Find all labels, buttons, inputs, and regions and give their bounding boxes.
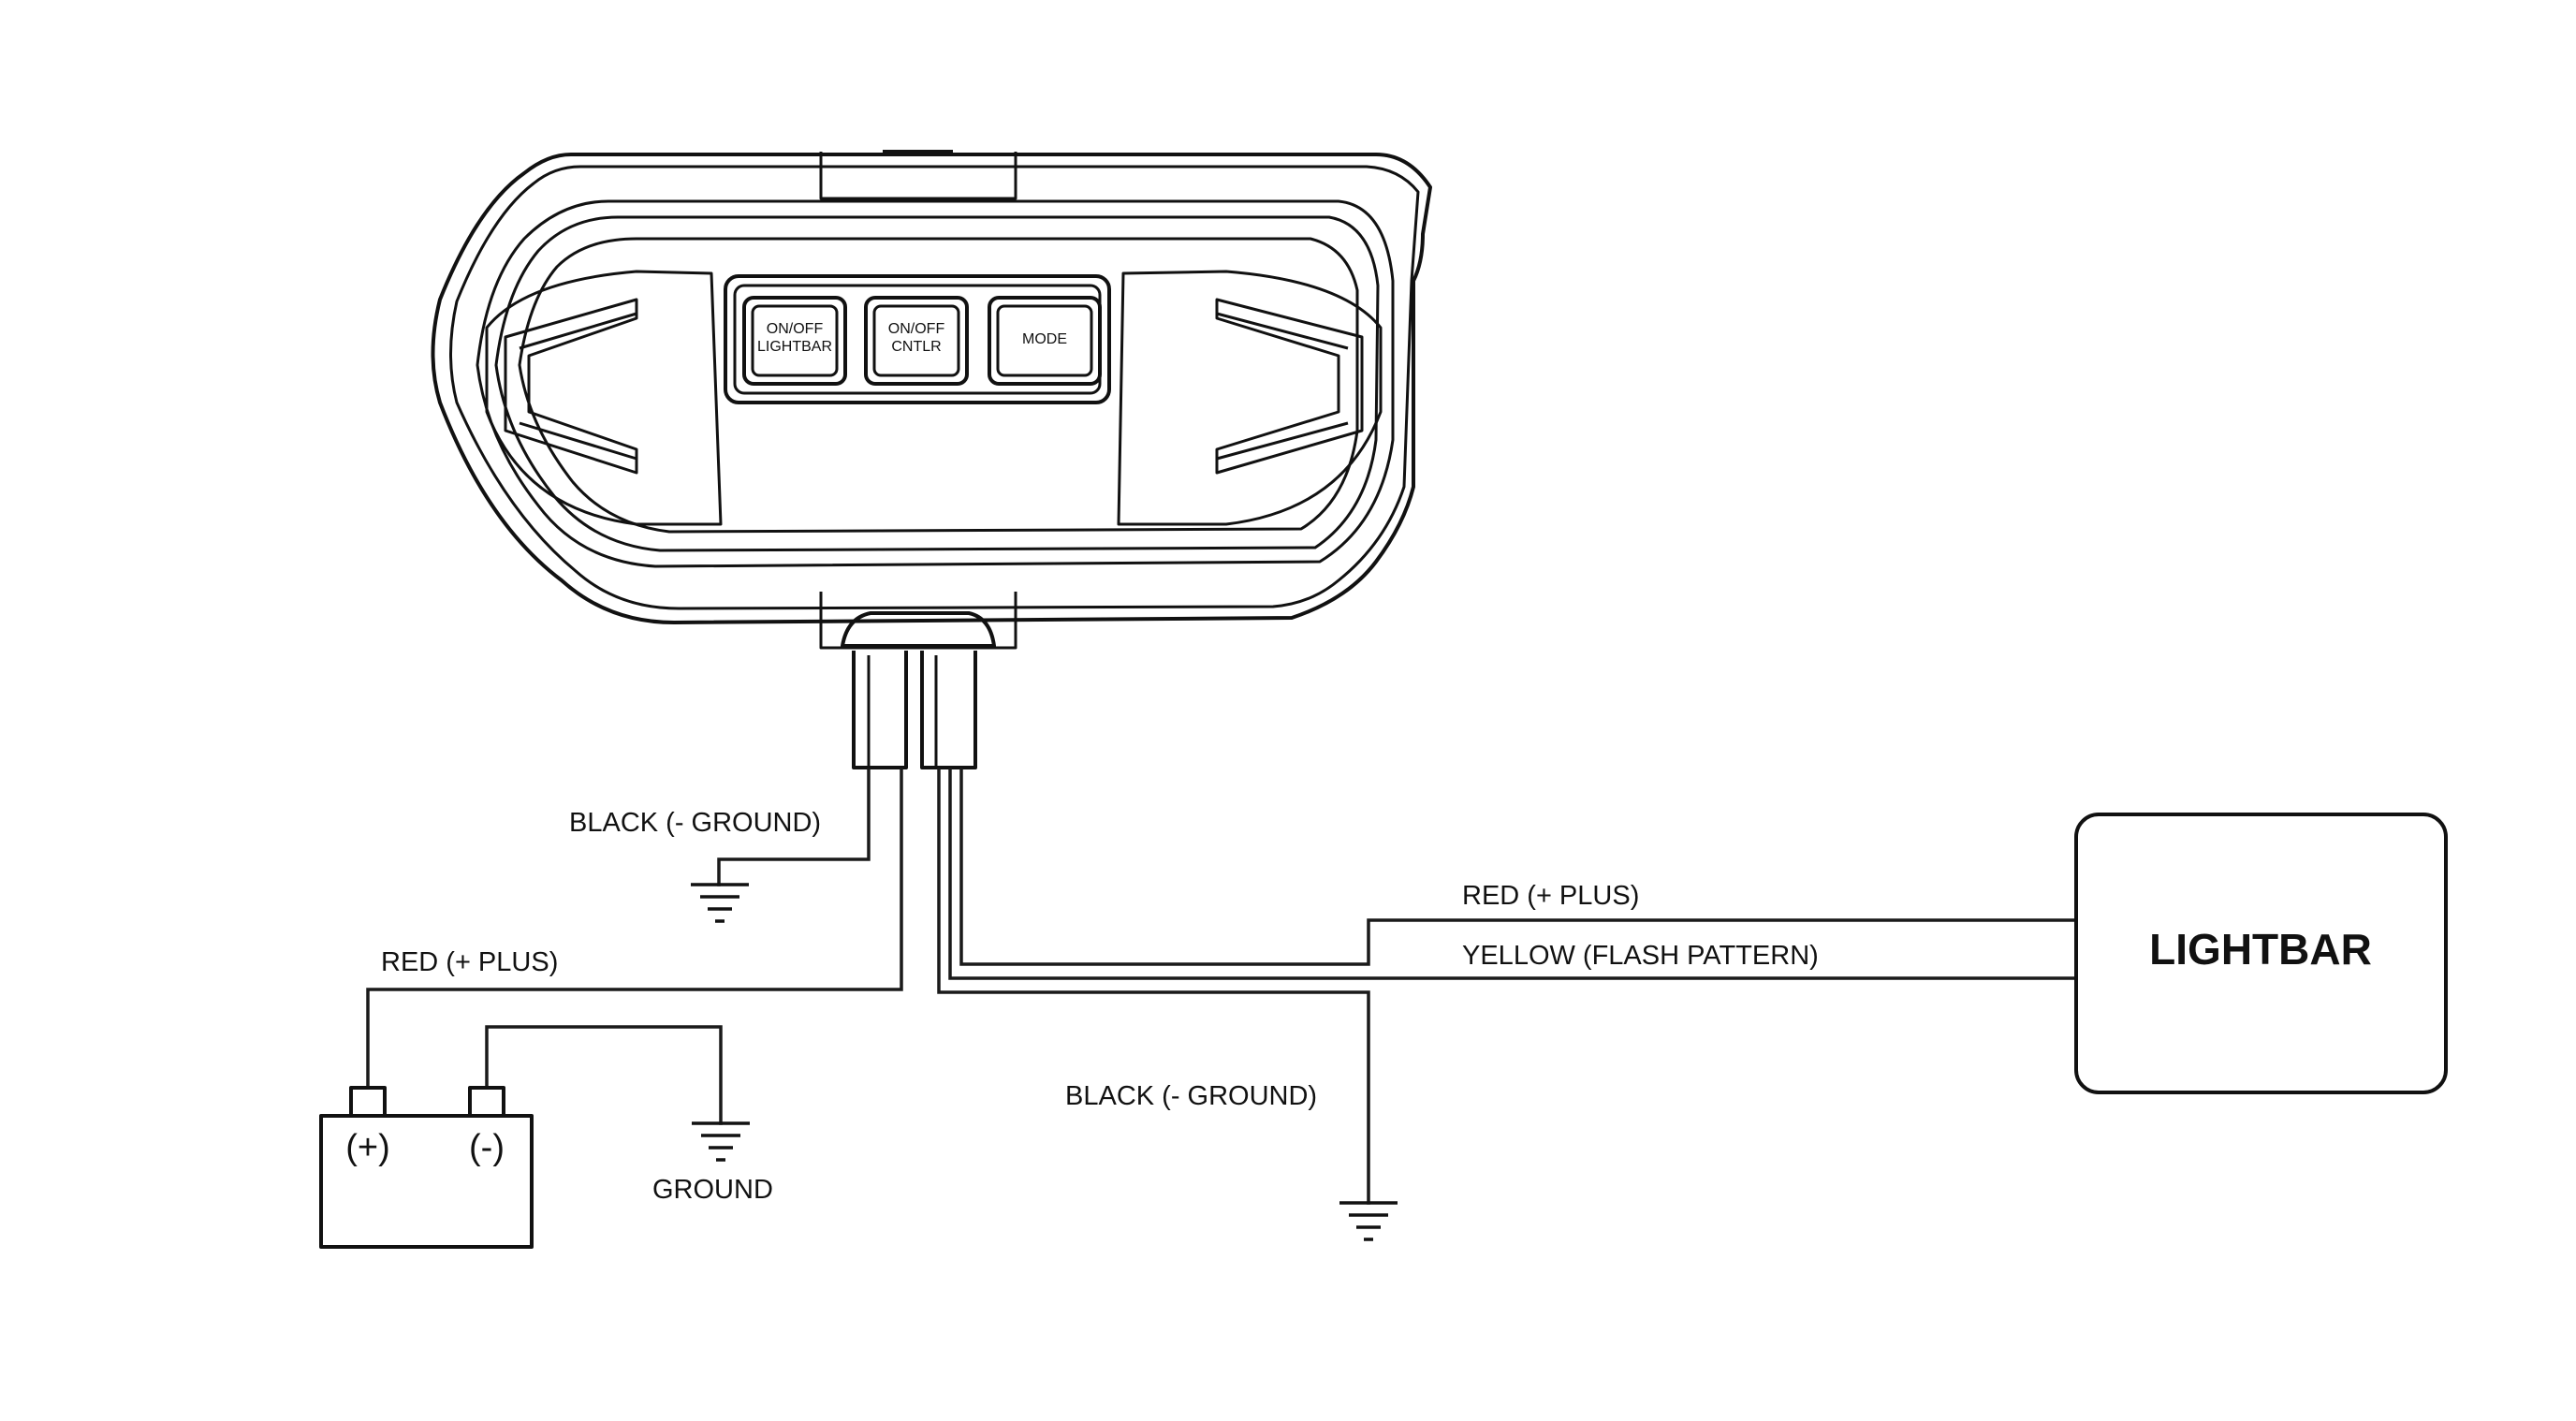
onoff-lightbar-label-2: LIGHTBAR <box>757 339 832 355</box>
mode-label: MODE <box>1022 331 1067 347</box>
lightbar-box: LIGHTBAR <box>2074 813 2448 1094</box>
onoff-cntlr-label-1: ON/OFF <box>888 321 945 337</box>
battery-negative-label: (-) <box>469 1128 505 1167</box>
label-black-ground-top: BLACK (- GROUND) <box>569 808 821 838</box>
battery-negative-terminal <box>468 1086 505 1118</box>
onoff-cntlr-button[interactable]: ON/OFF CNTLR <box>864 296 969 386</box>
ground-symbol-battery <box>692 1121 750 1162</box>
wire-yellow-to-lightbar <box>948 768 2078 980</box>
controller-housing <box>431 150 1432 650</box>
label-yellow-flash: YELLOW (FLASH PATTERN) <box>1462 941 1819 971</box>
ground-symbol-top <box>691 883 749 923</box>
wire-red-to-lightbar <box>959 768 2078 966</box>
wire-red-to-battery <box>366 768 903 1090</box>
battery-positive-label: (+) <box>345 1128 390 1167</box>
onoff-lightbar-label-1: ON/OFF <box>767 321 824 337</box>
cable-boots <box>852 651 977 769</box>
ground-symbol-bottom <box>1339 1201 1398 1241</box>
onoff-lightbar-button[interactable]: ON/OFF LIGHTBAR <box>742 296 847 386</box>
onoff-cntlr-label-2: CNTLR <box>891 339 941 355</box>
battery: (+) (-) <box>319 1086 534 1249</box>
label-red-plus-battery: RED (+ PLUS) <box>381 947 558 977</box>
label-red-plus-lightbar: RED (+ PLUS) <box>1462 881 1639 911</box>
label-black-ground-bottom: BLACK (- GROUND) <box>1065 1081 1317 1111</box>
label-ground: GROUND <box>652 1175 773 1205</box>
wire-battery-ground <box>485 1025 723 1125</box>
mode-button[interactable]: MODE <box>988 296 1102 386</box>
wire-black-ground-top <box>717 768 871 886</box>
lightbar-box-label: LIGHTBAR <box>2149 925 2372 974</box>
battery-positive-terminal <box>349 1086 387 1118</box>
wire-black-ground-bottom <box>937 768 1370 1205</box>
